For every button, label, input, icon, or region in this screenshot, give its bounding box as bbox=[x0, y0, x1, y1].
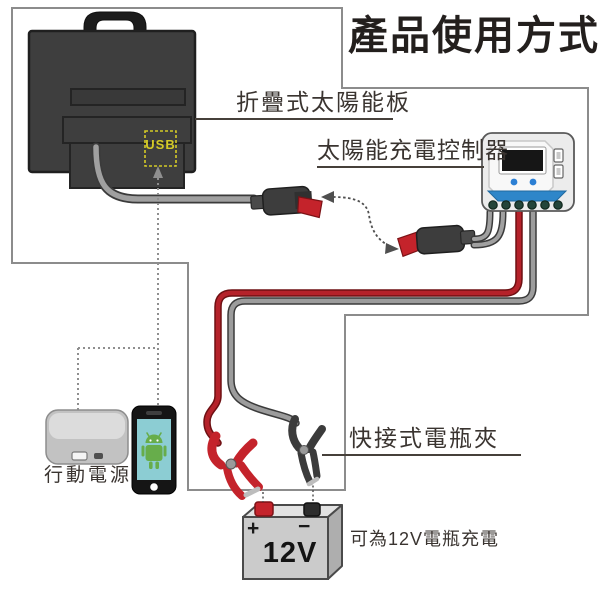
battery-minus-sign: − bbox=[298, 515, 311, 538]
controller-button bbox=[510, 178, 518, 186]
battery-note-label: 可為12V電瓶充電 bbox=[350, 529, 500, 549]
battery-clips-label: 快接式電瓶夾 bbox=[349, 425, 499, 451]
controller-label: 太陽能充電控制器 bbox=[317, 137, 509, 163]
smartphone bbox=[131, 405, 177, 495]
panel-cable bbox=[91, 142, 259, 204]
charge-controller bbox=[481, 132, 575, 212]
battery-clip-red bbox=[207, 431, 263, 500]
usb-port-outline bbox=[144, 130, 177, 167]
battery-wires bbox=[203, 208, 537, 447]
page-title: 產品使用方式 bbox=[348, 13, 600, 58]
battery-voltage-label: 12V bbox=[262, 537, 318, 569]
controller-button bbox=[529, 178, 537, 186]
connect-arrow bbox=[321, 191, 399, 254]
usb-arrowhead-icon bbox=[153, 166, 163, 178]
usb-port-label: USB bbox=[145, 137, 176, 152]
controller-input-wires bbox=[470, 208, 507, 249]
powerbank-micro-port bbox=[94, 453, 103, 459]
controller-usb-ports bbox=[553, 148, 564, 179]
power-bank-label: 行動電源 bbox=[44, 465, 133, 486]
solar-panel bbox=[27, 11, 197, 189]
phone-home-button bbox=[150, 483, 158, 491]
panel-handle bbox=[83, 11, 147, 32]
battery-terminal-positive bbox=[254, 501, 274, 517]
powerbank-usb-port bbox=[71, 451, 88, 461]
clip-guide-dotted-lines bbox=[262, 481, 314, 502]
power-bank bbox=[45, 409, 129, 465]
connector-left-red-tip bbox=[297, 196, 323, 219]
battery-12v bbox=[242, 501, 343, 580]
usb-guide-dotted-lines bbox=[77, 178, 159, 410]
battery-plus-sign: + bbox=[247, 517, 260, 540]
connector-left bbox=[250, 185, 323, 219]
phone-speaker bbox=[146, 411, 162, 415]
controller-blue-trim bbox=[486, 190, 568, 202]
controller-terminals bbox=[488, 200, 563, 210]
android-robot-icon bbox=[141, 432, 167, 469]
battery-clip-black bbox=[288, 415, 326, 487]
connector-right bbox=[397, 224, 476, 258]
label-pointer-lines bbox=[195, 118, 521, 456]
solar-panel-label: 折疊式太陽能板 bbox=[236, 89, 411, 115]
battery-terminal-negative bbox=[303, 502, 321, 517]
frame-border bbox=[11, 7, 589, 491]
